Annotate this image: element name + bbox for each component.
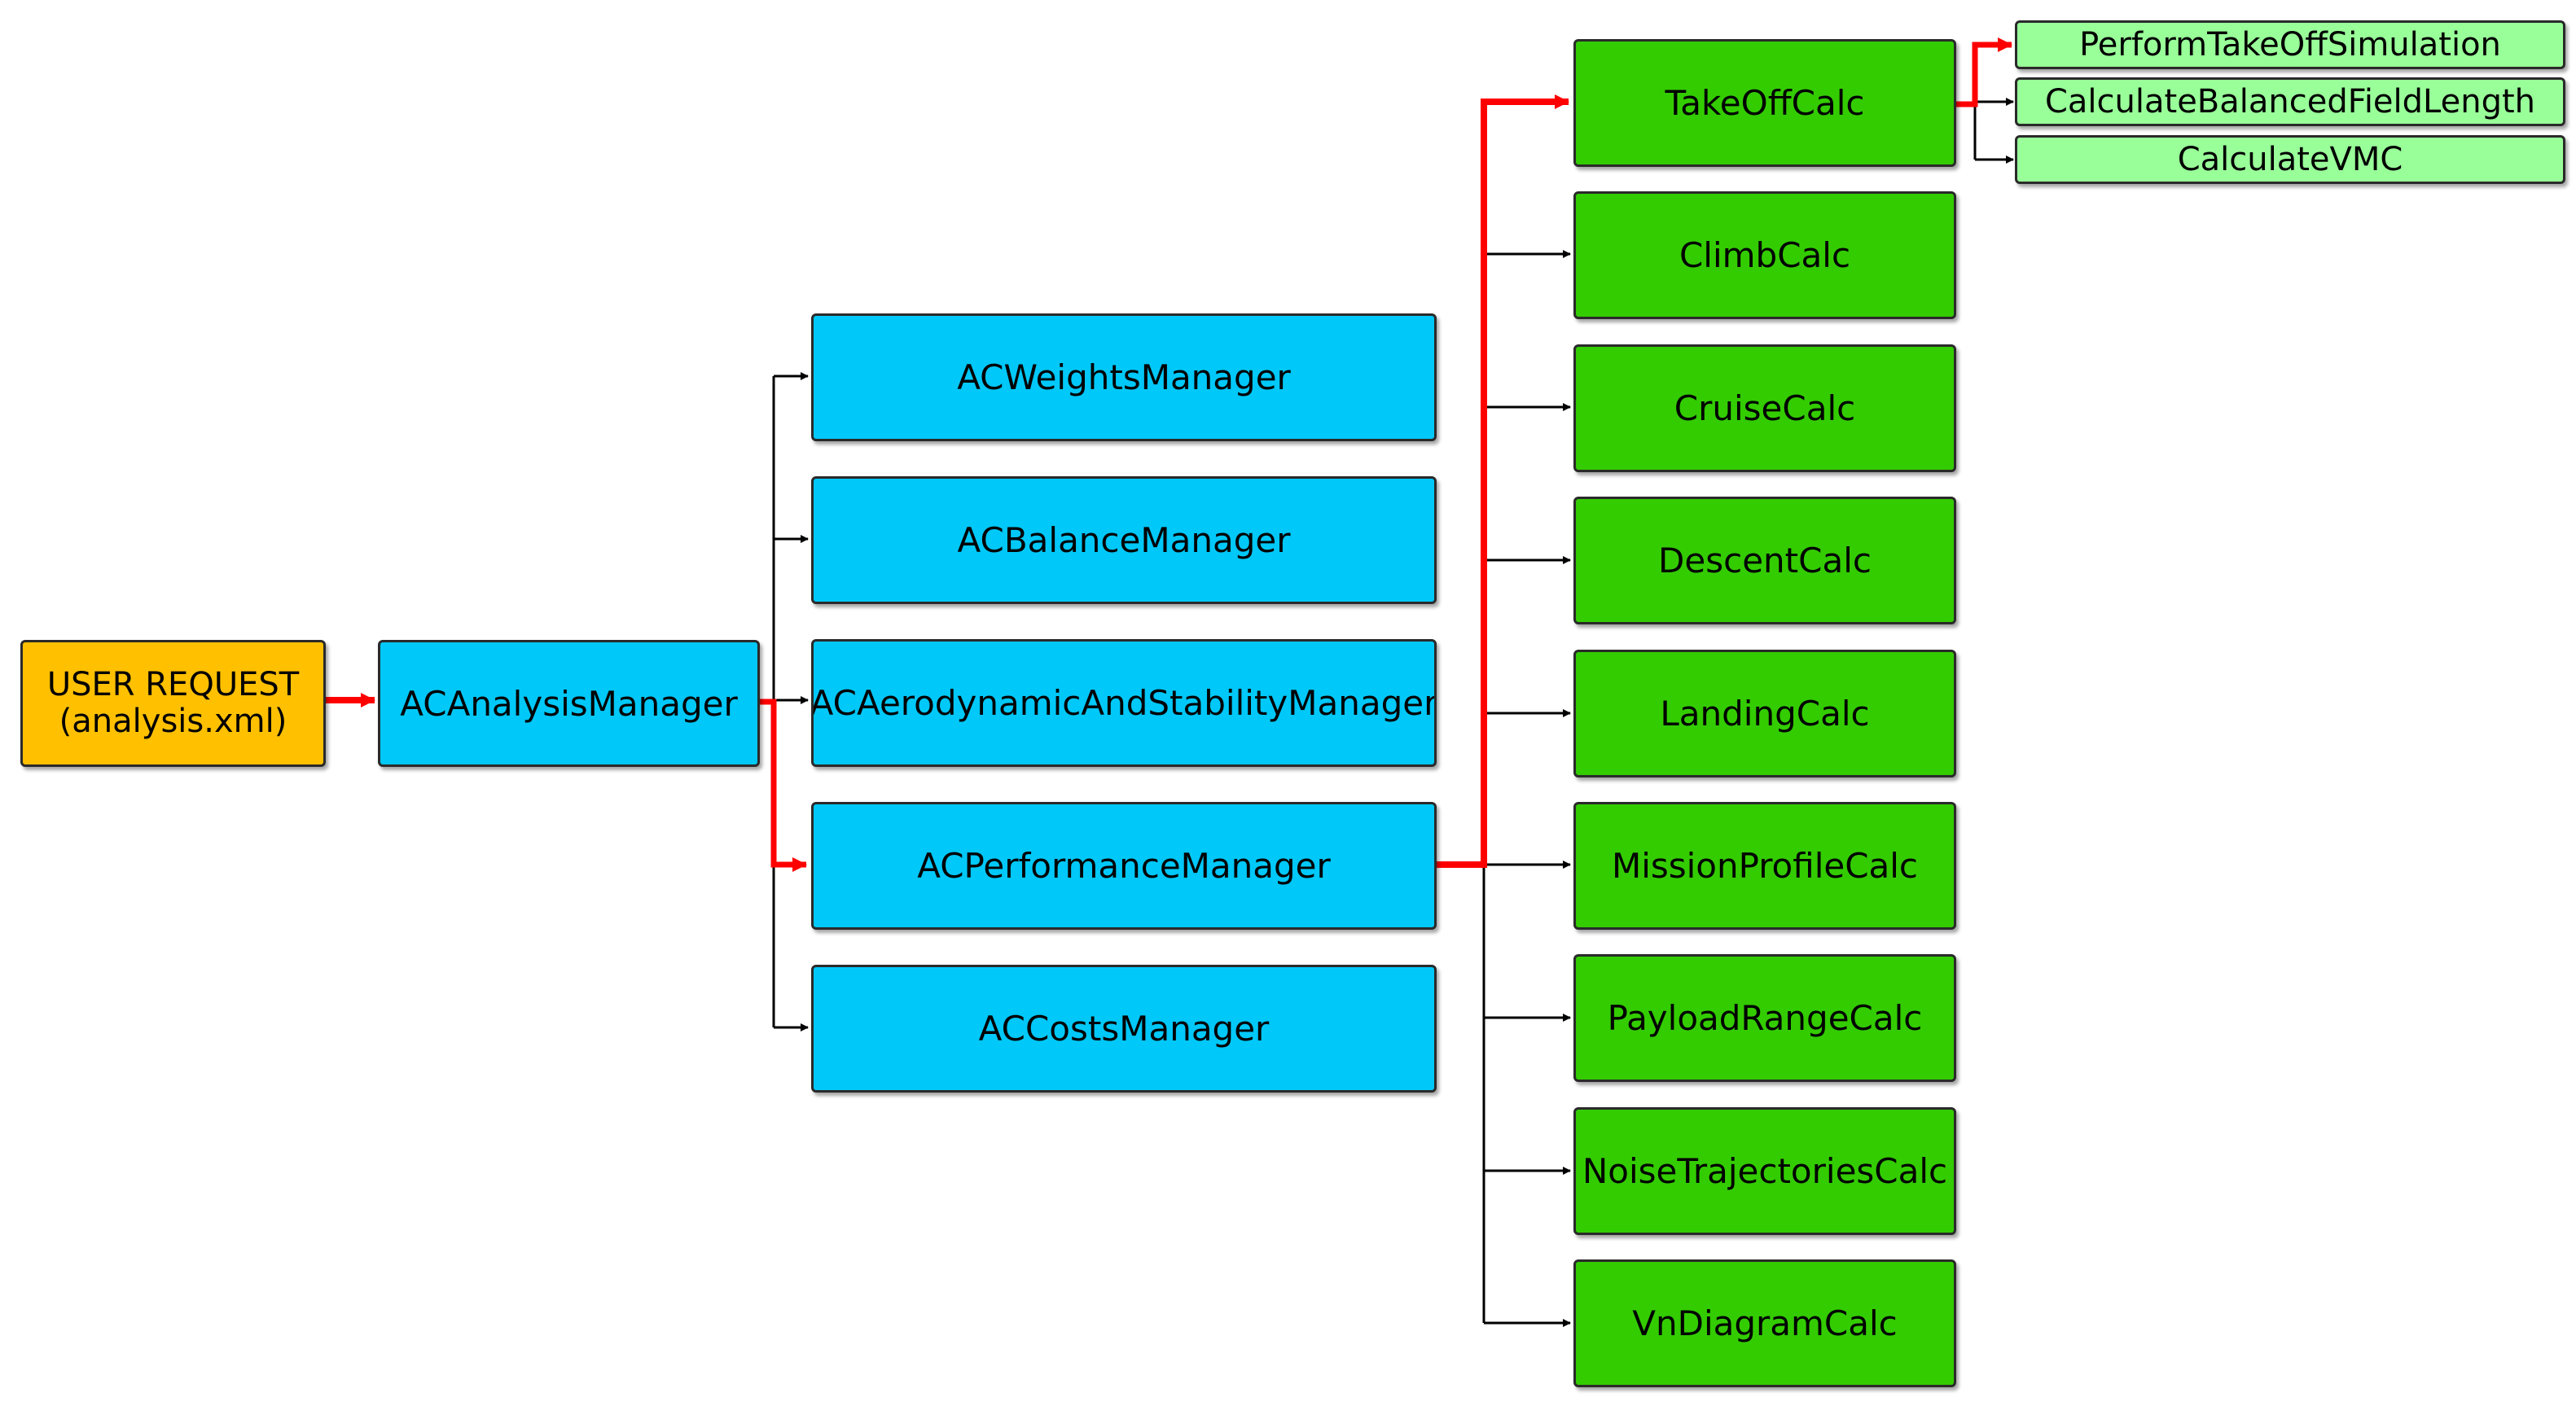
manager-costs-node: ACCostsManager bbox=[811, 965, 1437, 1093]
link-performance-to-takeoff bbox=[1435, 94, 1569, 868]
user-request-node: USER REQUEST (analysis.xml) bbox=[20, 640, 326, 767]
calc-noisetrajectories-node: NoiseTrajectoriesCalc bbox=[1573, 1107, 1956, 1235]
manager-weights-node: ACWeightsManager bbox=[811, 313, 1437, 441]
link-performance-trunk bbox=[1435, 254, 1485, 1323]
subcalc-calculatebalancedfieldlength-node: CalculateBalancedFieldLength bbox=[2015, 77, 2565, 126]
calc-descent-node: DescentCalc bbox=[1573, 497, 1956, 624]
calc-cruise-node: CruiseCalc bbox=[1573, 344, 1956, 472]
analysis-manager-node: ACAnalysisManager bbox=[378, 640, 760, 767]
subcalc-calculatevmc-node: CalculateVMC bbox=[2015, 135, 2565, 184]
manager-aerodynamic-stability-node: ACAerodynamicAndStabilityManager bbox=[811, 639, 1437, 767]
calc-takeoff-node: TakeOffCalc bbox=[1573, 39, 1956, 167]
calc-climb-node: ClimbCalc bbox=[1573, 191, 1956, 319]
manager-balance-node: ACBalanceManager bbox=[811, 476, 1437, 604]
calc-missionprofile-node: MissionProfileCalc bbox=[1573, 802, 1956, 930]
calc-payloadrange-node: PayloadRangeCalc bbox=[1573, 954, 1956, 1082]
user-request-file: (analysis.xml) bbox=[59, 703, 287, 740]
link-analysis-to-performance bbox=[759, 699, 807, 872]
manager-performance-node: ACPerformanceManager bbox=[811, 802, 1437, 930]
link-takeoff-to-simulation bbox=[1955, 37, 2012, 107]
user-request-title: USER REQUEST bbox=[46, 666, 300, 704]
subcalc-performtakeoffsimulation-node: PerformTakeOffSimulation bbox=[2015, 20, 2565, 69]
calc-landing-node: LandingCalc bbox=[1573, 650, 1956, 777]
calc-vndiagram-node: VnDiagramCalc bbox=[1573, 1259, 1956, 1387]
